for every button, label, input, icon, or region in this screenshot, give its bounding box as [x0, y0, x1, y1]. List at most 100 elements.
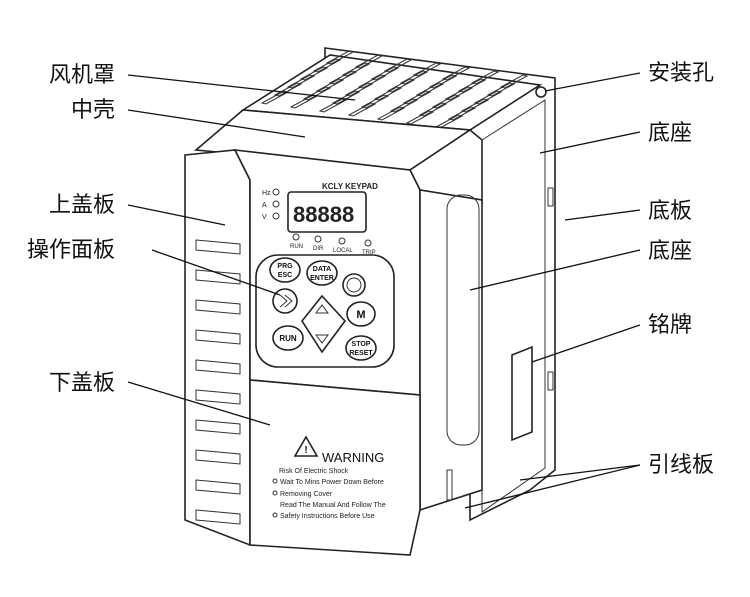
display-digits: 88888 — [293, 202, 354, 227]
unit-hz: Hz — [262, 190, 271, 197]
display-window — [287, 191, 367, 233]
warning-line-2: Wait To Mins Power Down Before — [280, 479, 384, 486]
led-run — [292, 233, 300, 241]
up-arrow-icon — [315, 304, 329, 314]
stop-reset-key[interactable]: STOP RESET — [345, 335, 377, 361]
fan-grille — [260, 50, 529, 129]
shift-key[interactable] — [272, 288, 298, 314]
status-local: LOCAL — [333, 248, 353, 254]
grille-slat — [470, 70, 500, 85]
run-key[interactable]: RUN — [272, 325, 304, 351]
callout-labels: 风机罩 中壳 上盖板 操作面板 下盖板 安装孔 底座 底板 底座 铭牌 引线板 — [27, 61, 714, 478]
grille-slat — [383, 58, 413, 73]
leader-lower-cover — [127, 381, 271, 426]
down-arrow-icon — [315, 334, 329, 344]
led-a — [272, 200, 280, 208]
mounting-hole — [535, 86, 547, 98]
label-lower-cover: 下盖板 — [49, 371, 115, 396]
status-trip: TRIP — [362, 250, 376, 256]
louvre-slot — [195, 299, 241, 315]
grille-slat — [325, 50, 355, 65]
front-louvres — [195, 239, 241, 525]
louvre-slot — [195, 359, 241, 375]
warning-title: WARNING — [322, 450, 384, 465]
grille-slat — [441, 66, 471, 81]
label-middle-shell: 中壳 — [71, 98, 115, 123]
prg-label: PRG — [277, 263, 293, 270]
inverter-illustration: 88888 KCLY KEYPAD Hz A V RUN DIR LOCAL T… — [184, 47, 556, 556]
potentiometer-knob[interactable] — [342, 273, 366, 297]
grille-slat — [412, 62, 442, 77]
run-label: RUN — [279, 334, 297, 343]
m-label: M — [356, 309, 365, 321]
label-upper-cover: 上盖板 — [49, 193, 115, 218]
warning-triangle-icon — [293, 435, 319, 457]
leader-bottom-plate — [564, 209, 641, 221]
warning-line-5: Safety Instructions Before Use — [280, 513, 375, 520]
side-slot — [547, 371, 554, 391]
prg-esc-key[interactable]: PRG ESC — [269, 257, 301, 283]
leader-lines — [127, 72, 641, 509]
svg-text:!: ! — [304, 445, 307, 456]
label-base-mid: 底座 — [648, 239, 692, 264]
louvre-slot — [195, 509, 241, 525]
louvre-slot — [195, 239, 241, 255]
louvre-slot — [195, 449, 241, 465]
shift-arrow-icon — [279, 294, 293, 308]
up-down-keys[interactable] — [301, 294, 347, 354]
louvre-slot — [195, 389, 241, 405]
louvre-slot — [195, 329, 241, 345]
leader-fan-cover — [127, 74, 356, 101]
louvre-slot — [195, 269, 241, 285]
potentiometer-knob-inner — [346, 277, 362, 293]
label-nameplate: 铭牌 — [648, 313, 692, 338]
led-v — [272, 212, 280, 220]
leader-upper-cover — [127, 204, 226, 226]
unit-a: A — [262, 202, 267, 209]
m-key[interactable]: M — [346, 301, 376, 327]
warning-line-1: Risk Of Electric Shock — [279, 468, 349, 475]
leader-nameplate — [531, 324, 641, 363]
stop-label: STOP — [352, 341, 371, 348]
grille-slat — [499, 74, 529, 89]
label-fan-cover: 风机罩 — [49, 63, 115, 88]
leader-lead-board-b — [464, 464, 641, 509]
leader-base-top — [539, 131, 641, 154]
data-label: DATA — [313, 266, 331, 273]
leader-base-mid — [469, 249, 641, 291]
side-slot — [446, 469, 453, 501]
warning-line-4: Read The Manual And Follow The — [280, 502, 386, 509]
label-lead-board: 引线板 — [648, 453, 714, 478]
leader-lead-board-a — [519, 464, 641, 481]
status-run: RUN — [290, 244, 303, 250]
lower-cover — [249, 379, 421, 556]
right-side-panel — [419, 189, 483, 512]
side-slot — [547, 187, 554, 207]
unit-v: V — [262, 214, 267, 221]
leader-mounting-hole — [544, 72, 641, 92]
led-trip — [364, 239, 372, 247]
label-bottom-plate: 底板 — [648, 199, 692, 224]
status-dir: DIR — [313, 246, 324, 252]
enter-label: ENTER — [310, 275, 334, 282]
louvre-slot — [195, 419, 241, 435]
louvre-slot — [195, 479, 241, 495]
esc-label: ESC — [278, 272, 292, 279]
side-window — [446, 194, 480, 446]
nameplate — [511, 345, 533, 442]
grille-slat — [354, 54, 384, 69]
warning-label: ! WARNING Risk Of Electric Shock Wait To… — [272, 435, 386, 520]
label-mounting-hole: 安装孔 — [648, 61, 714, 86]
keypad-brand: KCLY KEYPAD — [322, 182, 378, 191]
label-base-top: 底座 — [648, 121, 692, 146]
warning-line-3: Removing Cover — [280, 491, 333, 498]
data-enter-key[interactable]: DATA ENTER — [306, 260, 338, 286]
led-local — [338, 237, 346, 245]
reset-label: RESET — [349, 350, 373, 357]
leader-operation-panel — [151, 249, 281, 296]
led-dir — [314, 235, 322, 243]
led-hz — [272, 188, 280, 196]
label-operation-panel: 操作面板 — [27, 238, 115, 263]
leader-middle-shell — [127, 109, 306, 138]
